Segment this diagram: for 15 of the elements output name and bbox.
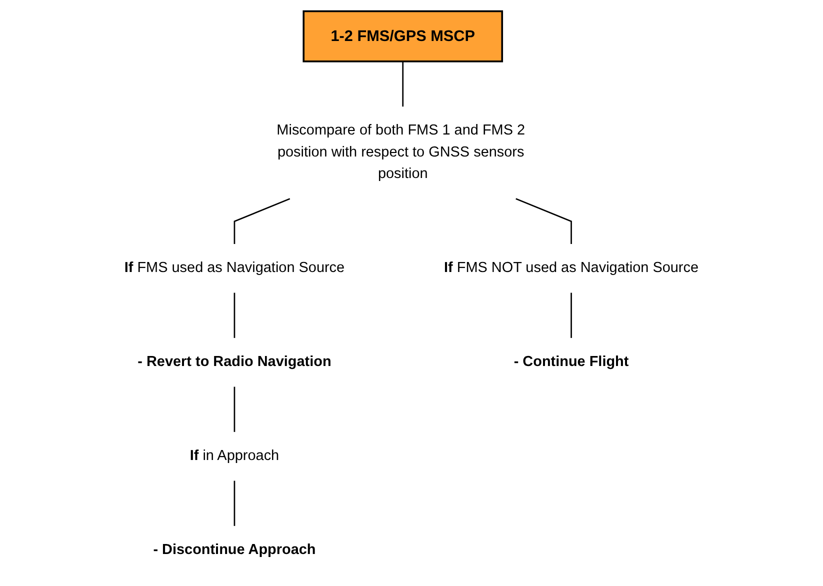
node-text: If in Approach [190,448,280,464]
node-text: - Revert to Radio Navigation [138,354,332,370]
node-text: Miscompare of both FMS 1 and FMS 2 position with respect to GNSS sensors position [276,122,526,182]
connector [516,198,572,244]
node-text: - Continue Flight [514,354,629,370]
node-text: If FMS NOT used as Navigation Source [444,260,699,276]
connector [234,198,290,244]
connector [402,61,404,107]
node-text: - Discontinue Approach [153,542,316,558]
connector [234,292,236,338]
node-text: If FMS used as Navigation Source [124,260,345,276]
connector [234,386,236,432]
connector [234,480,236,526]
connector [570,292,572,338]
node-box: 1-2 FMS/GPS MSCP [302,10,504,62]
